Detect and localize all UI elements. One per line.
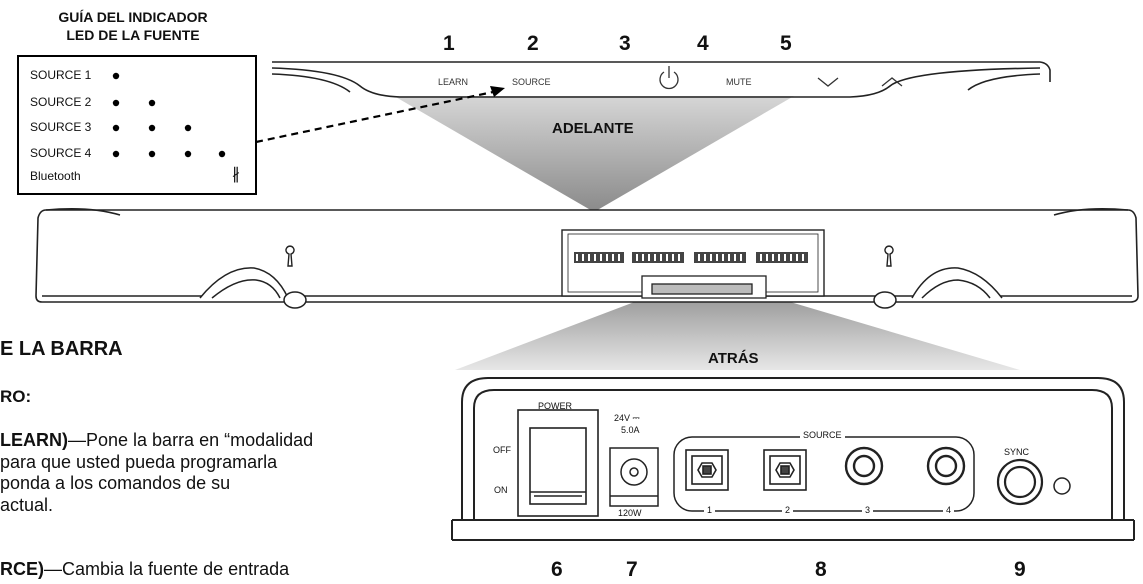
led-row-source4: SOURCE 4: [30, 146, 92, 160]
dc-power-jack[interactable]: [609, 447, 659, 507]
led-row-source1: SOURCE 1: [30, 68, 92, 82]
port-number-2: 2: [782, 505, 794, 515]
leader-line: [255, 90, 494, 144]
led-row-source3: SOURCE 3: [30, 120, 92, 134]
connector-recess: [641, 275, 767, 299]
back-view-label: ATRÁS: [708, 350, 759, 367]
callout-7: 7: [626, 558, 638, 581]
voltage-label: 24V ⎓: [614, 413, 640, 423]
learn-button[interactable]: LEARN: [438, 77, 469, 87]
power-label: POWER: [538, 401, 573, 411]
callout-2: 2: [527, 32, 539, 55]
sync-led-icon: [1053, 477, 1071, 495]
led-guide-box: [17, 55, 257, 195]
port-number-1: 1: [704, 505, 716, 515]
analog-port-4[interactable]: [926, 446, 966, 486]
sync-label: SYNC: [1004, 447, 1030, 457]
off-label: OFF: [493, 445, 511, 455]
paragraph-1-term: LEARN): [0, 430, 68, 450]
section-heading: E LA BARRA: [0, 338, 123, 360]
callout-3: 3: [619, 32, 631, 55]
paragraph-2-line1: —Cambia la fuente de entrada: [44, 559, 290, 579]
callout-8: 8: [815, 558, 827, 581]
front-projection-beam: [394, 96, 794, 212]
right-bumper: [873, 291, 897, 309]
paragraph-1-line4: actual.: [0, 494, 54, 515]
volume-down-icon[interactable]: [817, 77, 839, 87]
paragraph-1-line3: ponda a los comandos de su: [0, 473, 231, 493]
volume-up-icon[interactable]: [881, 77, 903, 87]
front-view-label: ADELANTE: [552, 120, 634, 137]
right-foot: [911, 267, 1003, 299]
vent-slots: [574, 252, 808, 263]
watt-label: 120W: [618, 508, 642, 518]
led-guide-title: GUÍA DEL INDICADOR LED DE LA FUENTE: [18, 8, 248, 44]
callout-9: 9: [1014, 558, 1026, 581]
paragraph-2: RCE)—Cambia la fuente de entrada: [0, 559, 289, 581]
led-guide-title-line1: GUÍA DEL INDICADOR: [58, 9, 208, 25]
paragraph-1-line2: para que usted pueda programarla: [0, 451, 278, 472]
bluetooth-icon: ∦: [232, 166, 240, 183]
led-dots: [112, 72, 226, 158]
front-control-strip: [271, 61, 1051, 98]
sync-button[interactable]: [996, 458, 1044, 506]
led-row-bluetooth: Bluetooth: [30, 169, 81, 183]
callout-6: 6: [551, 558, 563, 581]
left-keyhole-icon: [285, 245, 295, 267]
optical-port-1[interactable]: [685, 449, 729, 491]
paragraph-1: LEARN)—Pone la barra en “modalidad para …: [0, 430, 313, 516]
led-guide-title-line2: LED DE LA FUENTE: [66, 27, 200, 43]
callout-1: 1: [443, 32, 455, 55]
mute-button[interactable]: MUTE: [726, 77, 752, 87]
power-icon[interactable]: [659, 66, 679, 90]
source-button[interactable]: SOURCE: [512, 77, 551, 87]
source-group-label: SOURCE: [800, 430, 845, 440]
right-keyhole-icon: [884, 245, 894, 267]
leader-arrow-icon: [490, 86, 505, 97]
paragraph-1-line1: —Pone la barra en “modalidad: [68, 430, 314, 450]
callout-4: 4: [697, 32, 709, 55]
on-label: ON: [494, 485, 508, 495]
analog-port-3[interactable]: [844, 446, 884, 486]
paragraph-2-term: RCE): [0, 559, 44, 579]
back-projection-beam: [455, 293, 1020, 370]
port-number-3: 3: [862, 505, 874, 515]
left-bumper: [283, 291, 307, 309]
power-switch[interactable]: [517, 409, 599, 517]
section-subheading: RO:: [0, 387, 32, 406]
optical-port-2[interactable]: [763, 449, 807, 491]
callout-5: 5: [780, 32, 792, 55]
port-number-4: 4: [943, 505, 955, 515]
current-label: 5.0A: [621, 425, 640, 435]
led-row-source2: SOURCE 2: [30, 95, 92, 109]
